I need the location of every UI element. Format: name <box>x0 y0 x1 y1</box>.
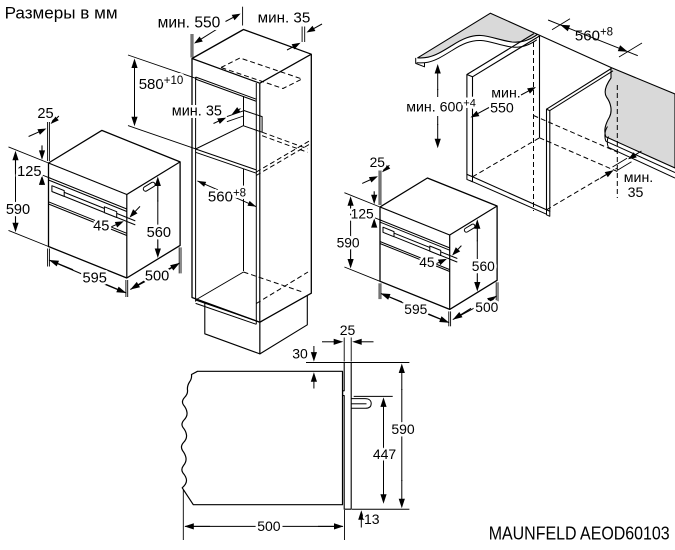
svg-text:Размеры в мм: Размеры в мм <box>5 4 118 23</box>
svg-text:590: 590 <box>391 421 415 437</box>
svg-text:35: 35 <box>628 185 644 201</box>
svg-text:560: 560 <box>147 225 171 241</box>
svg-text:45: 45 <box>419 255 435 270</box>
svg-text:мин. 35: мин. 35 <box>172 104 222 120</box>
svg-text:500: 500 <box>145 269 169 285</box>
svg-text:MAUNFELD AEOD60103: MAUNFELD AEOD60103 <box>489 523 670 543</box>
svg-text:мин. 600+4: мин. 600+4 <box>406 98 476 116</box>
svg-text:500: 500 <box>475 300 498 315</box>
svg-text:560: 560 <box>472 259 495 274</box>
svg-text:30: 30 <box>292 346 308 362</box>
svg-text:590: 590 <box>337 236 360 251</box>
svg-text:595: 595 <box>404 302 427 317</box>
svg-text:мин.: мин. <box>624 170 653 186</box>
svg-text:125: 125 <box>351 207 374 222</box>
svg-text:25: 25 <box>370 155 386 170</box>
svg-text:125: 125 <box>17 164 41 180</box>
svg-text:595: 595 <box>83 271 107 287</box>
svg-text:590: 590 <box>6 202 30 218</box>
svg-text:25: 25 <box>340 322 356 338</box>
svg-text:мин. 35: мин. 35 <box>258 10 311 27</box>
svg-text:25: 25 <box>37 106 53 122</box>
svg-text:мин. 550: мин. 550 <box>158 15 221 32</box>
svg-text:500: 500 <box>257 518 281 534</box>
svg-text:13: 13 <box>364 511 380 527</box>
svg-text:45: 45 <box>93 219 109 235</box>
svg-text:447: 447 <box>373 446 397 462</box>
svg-text:550: 550 <box>490 101 514 117</box>
svg-text:мин.: мин. <box>491 86 520 102</box>
